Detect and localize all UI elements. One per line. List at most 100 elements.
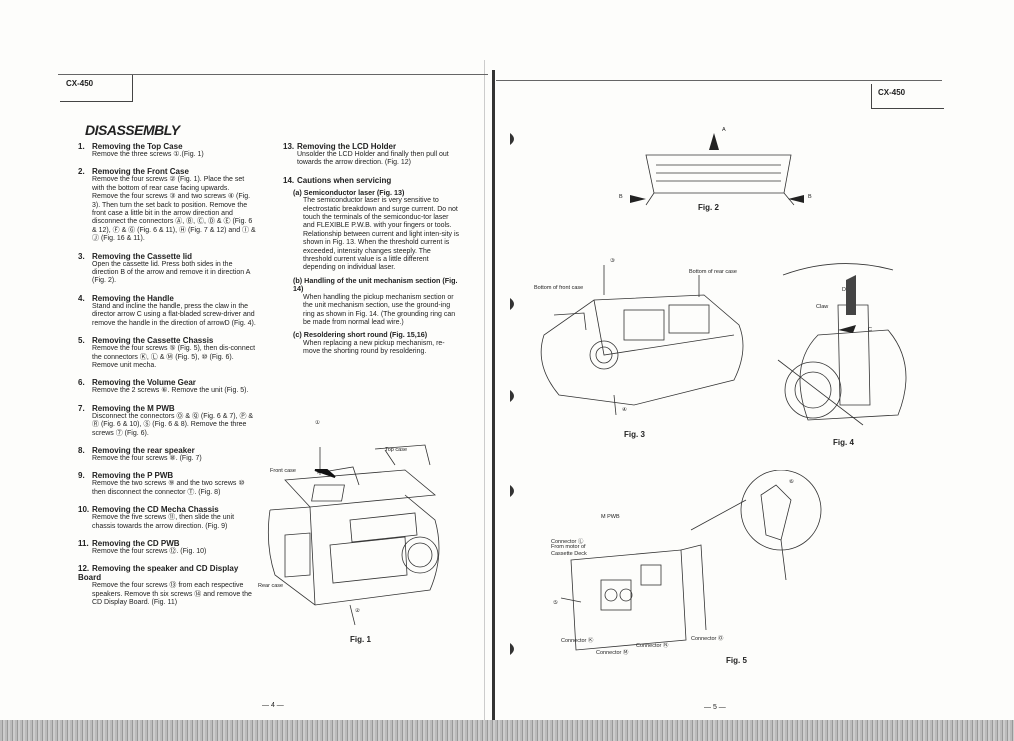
tab-mark-icon xyxy=(510,298,514,310)
fig4-arrow-c: C xyxy=(868,327,872,333)
model-label-left: CX-450 xyxy=(60,75,133,102)
fig4-drawing xyxy=(777,263,907,426)
section-heading: 10.Removing the CD Mecha Chassis xyxy=(78,505,219,515)
section-heading: 12.Removing the speaker and CD Display B… xyxy=(78,564,239,583)
subsection-body: The semiconductor laser is very sensitiv… xyxy=(303,197,460,272)
fig5-connector-n: Connector Ⓝ xyxy=(636,643,669,649)
fig5-from-motor: From motor of xyxy=(551,544,586,550)
section-13: 13.Removing the LCD Holder Unsolder the … xyxy=(283,142,449,167)
subsection-b: (b) Handling of the unit mechanism secti… xyxy=(293,275,461,327)
fig1-rear-case-label: Rear case xyxy=(258,583,284,589)
fig2-caption: Fig. 2 xyxy=(698,203,719,212)
fig4-claw-label: Claw xyxy=(816,304,829,310)
page-number-left: — 4 — xyxy=(262,702,284,709)
fig2-drawing xyxy=(630,133,804,206)
section-body: Remove the five screws ⑪, then slide the… xyxy=(92,514,235,530)
subsection-body: When handling the pickup mechanism secti… xyxy=(303,293,456,326)
section-body: Remove the four screws ② (Fig. 1). Place… xyxy=(92,176,256,243)
fig3-screw-3: ③ xyxy=(610,258,615,264)
section-body: Remove the four screws ⑤ (Fig. 5), then … xyxy=(92,345,256,369)
fig1-caption: Fig. 1 xyxy=(350,635,371,644)
tab-mark-icon xyxy=(510,643,514,655)
figure-4: D Claw C Fig. 4 xyxy=(758,245,938,450)
fig5-connector-k: Connector Ⓚ xyxy=(561,638,594,644)
right-page: CX-450 A B B Fig. 2 xyxy=(496,0,1014,741)
fig1-screw-1: ① xyxy=(315,420,320,426)
binding-line xyxy=(492,70,495,725)
page-fold xyxy=(484,60,485,730)
fig1-screw-2: ② xyxy=(355,608,360,614)
scan-edge-strip xyxy=(0,720,1014,741)
section-heading: 8.Removing the rear speaker xyxy=(78,445,195,455)
fig3-bottom-rear-label: Bottom of rear case xyxy=(689,269,737,275)
section-heading: 11.Removing the CD PWB xyxy=(78,538,180,548)
section-body: Remove the four screws ⑧. (Fig. 7) xyxy=(92,454,202,462)
fig5-drawing xyxy=(560,469,822,651)
subsection-body: When replacing a new pickup mechanism, r… xyxy=(303,339,445,356)
tab-mark-icon xyxy=(510,133,514,145)
fig3-caption: Fig. 3 xyxy=(624,430,645,439)
fig2-arrow-b-right: B xyxy=(808,194,812,200)
fig5-connector-o: Connector Ⓞ xyxy=(691,636,724,642)
section-heading: 6.Removing the Volume Gear xyxy=(78,378,196,388)
fig3-screw-4: ④ xyxy=(622,407,627,413)
tab-mark-icon xyxy=(510,390,514,402)
figure-3: ③ Bottom of front case Bottom of rear ca… xyxy=(534,255,754,445)
section-heading: 2.Removing the Front Case xyxy=(78,167,189,177)
fig2-arrow-b-left: B xyxy=(619,194,623,200)
page-title: DISASSEMBLY xyxy=(85,122,180,138)
fig4-caption: Fig. 4 xyxy=(833,438,854,447)
section-heading: 3.Removing the Cassette lid xyxy=(78,251,193,261)
top-rule-right xyxy=(496,80,942,81)
fig5-caption: Fig. 5 xyxy=(726,656,747,665)
subsection-heading: (b) Handling of the unit mechanism secti… xyxy=(293,275,458,294)
section-body: Disconnect the connectors Ⓞ & Ⓠ (Fig. 6 … xyxy=(92,412,254,437)
section-12: 12.Removing the speaker and CD Display B… xyxy=(78,564,256,607)
subsection-heading: (c) Resoldering short round (Fig. 15,16) xyxy=(293,330,428,340)
fig5-screw-5: ⑤ xyxy=(553,600,558,606)
fig5-connector-m: Connector Ⓜ xyxy=(596,650,629,656)
section-body: Remove the three screws ①.(Fig. 1) xyxy=(92,151,204,158)
subsection-heading: (a) Semiconductor laser (Fig. 13) xyxy=(293,187,405,197)
fig1-front-case-label: Front case xyxy=(270,468,296,474)
fig5-screw-6: ⑥ xyxy=(789,479,794,485)
subsection-c: (c) Resoldering short round (Fig. 15,16)… xyxy=(293,330,461,356)
section-heading: 9.Removing the P PWB xyxy=(78,471,174,481)
figure-2: A B B Fig. 2 xyxy=(616,125,816,215)
subsection-a: (a) Semiconductor laser (Fig. 13)The sem… xyxy=(293,187,461,273)
model-label-right: CX-450 xyxy=(871,84,944,109)
section-body: Remove the four screws ⑬ from each respe… xyxy=(92,582,252,607)
fig5-cassette-deck: Cassette Deck xyxy=(551,551,587,557)
section-heading: 1.Removing the Top Case xyxy=(78,142,183,151)
fig5-connector-l: Connector Ⓛ xyxy=(551,539,584,545)
section-14: 14.Cautions when servicing (a) Semicondu… xyxy=(283,175,461,356)
section-body: Open the cassette lid. Press both sides … xyxy=(92,260,250,285)
fig2-arrow-a: A xyxy=(722,127,726,133)
left-page: CX-450 DISASSEMBLY 1.Removing the Top Ca… xyxy=(0,0,494,741)
figure-5: M PWB Connector Ⓛ From motor of Cassette… xyxy=(541,469,846,670)
tab-mark-icon xyxy=(510,485,514,497)
figure-1: ① Top case Front case Rear case ② Fig. 1 xyxy=(255,420,450,644)
fig1-drawing xyxy=(267,444,440,626)
section-heading: 5.Removing the Cassette Chassis xyxy=(78,336,214,346)
section-body: Stand and incline the handle, press the … xyxy=(92,302,256,327)
section-body: Remove the 2 screws ⑥. Remove the unit (… xyxy=(92,387,249,395)
section-heading: 4.Removing the Handle xyxy=(78,293,174,303)
section-body: Remove the four screws ⑫. (Fig. 10) xyxy=(92,547,207,555)
fig4-arrow-d: D xyxy=(842,287,846,293)
instructions-column-2: 13.Removing the LCD Holder Unsolder the … xyxy=(283,142,461,365)
top-rule xyxy=(58,74,488,75)
fig3-drawing xyxy=(540,265,744,416)
page-number-right: — 5 — xyxy=(704,704,726,711)
